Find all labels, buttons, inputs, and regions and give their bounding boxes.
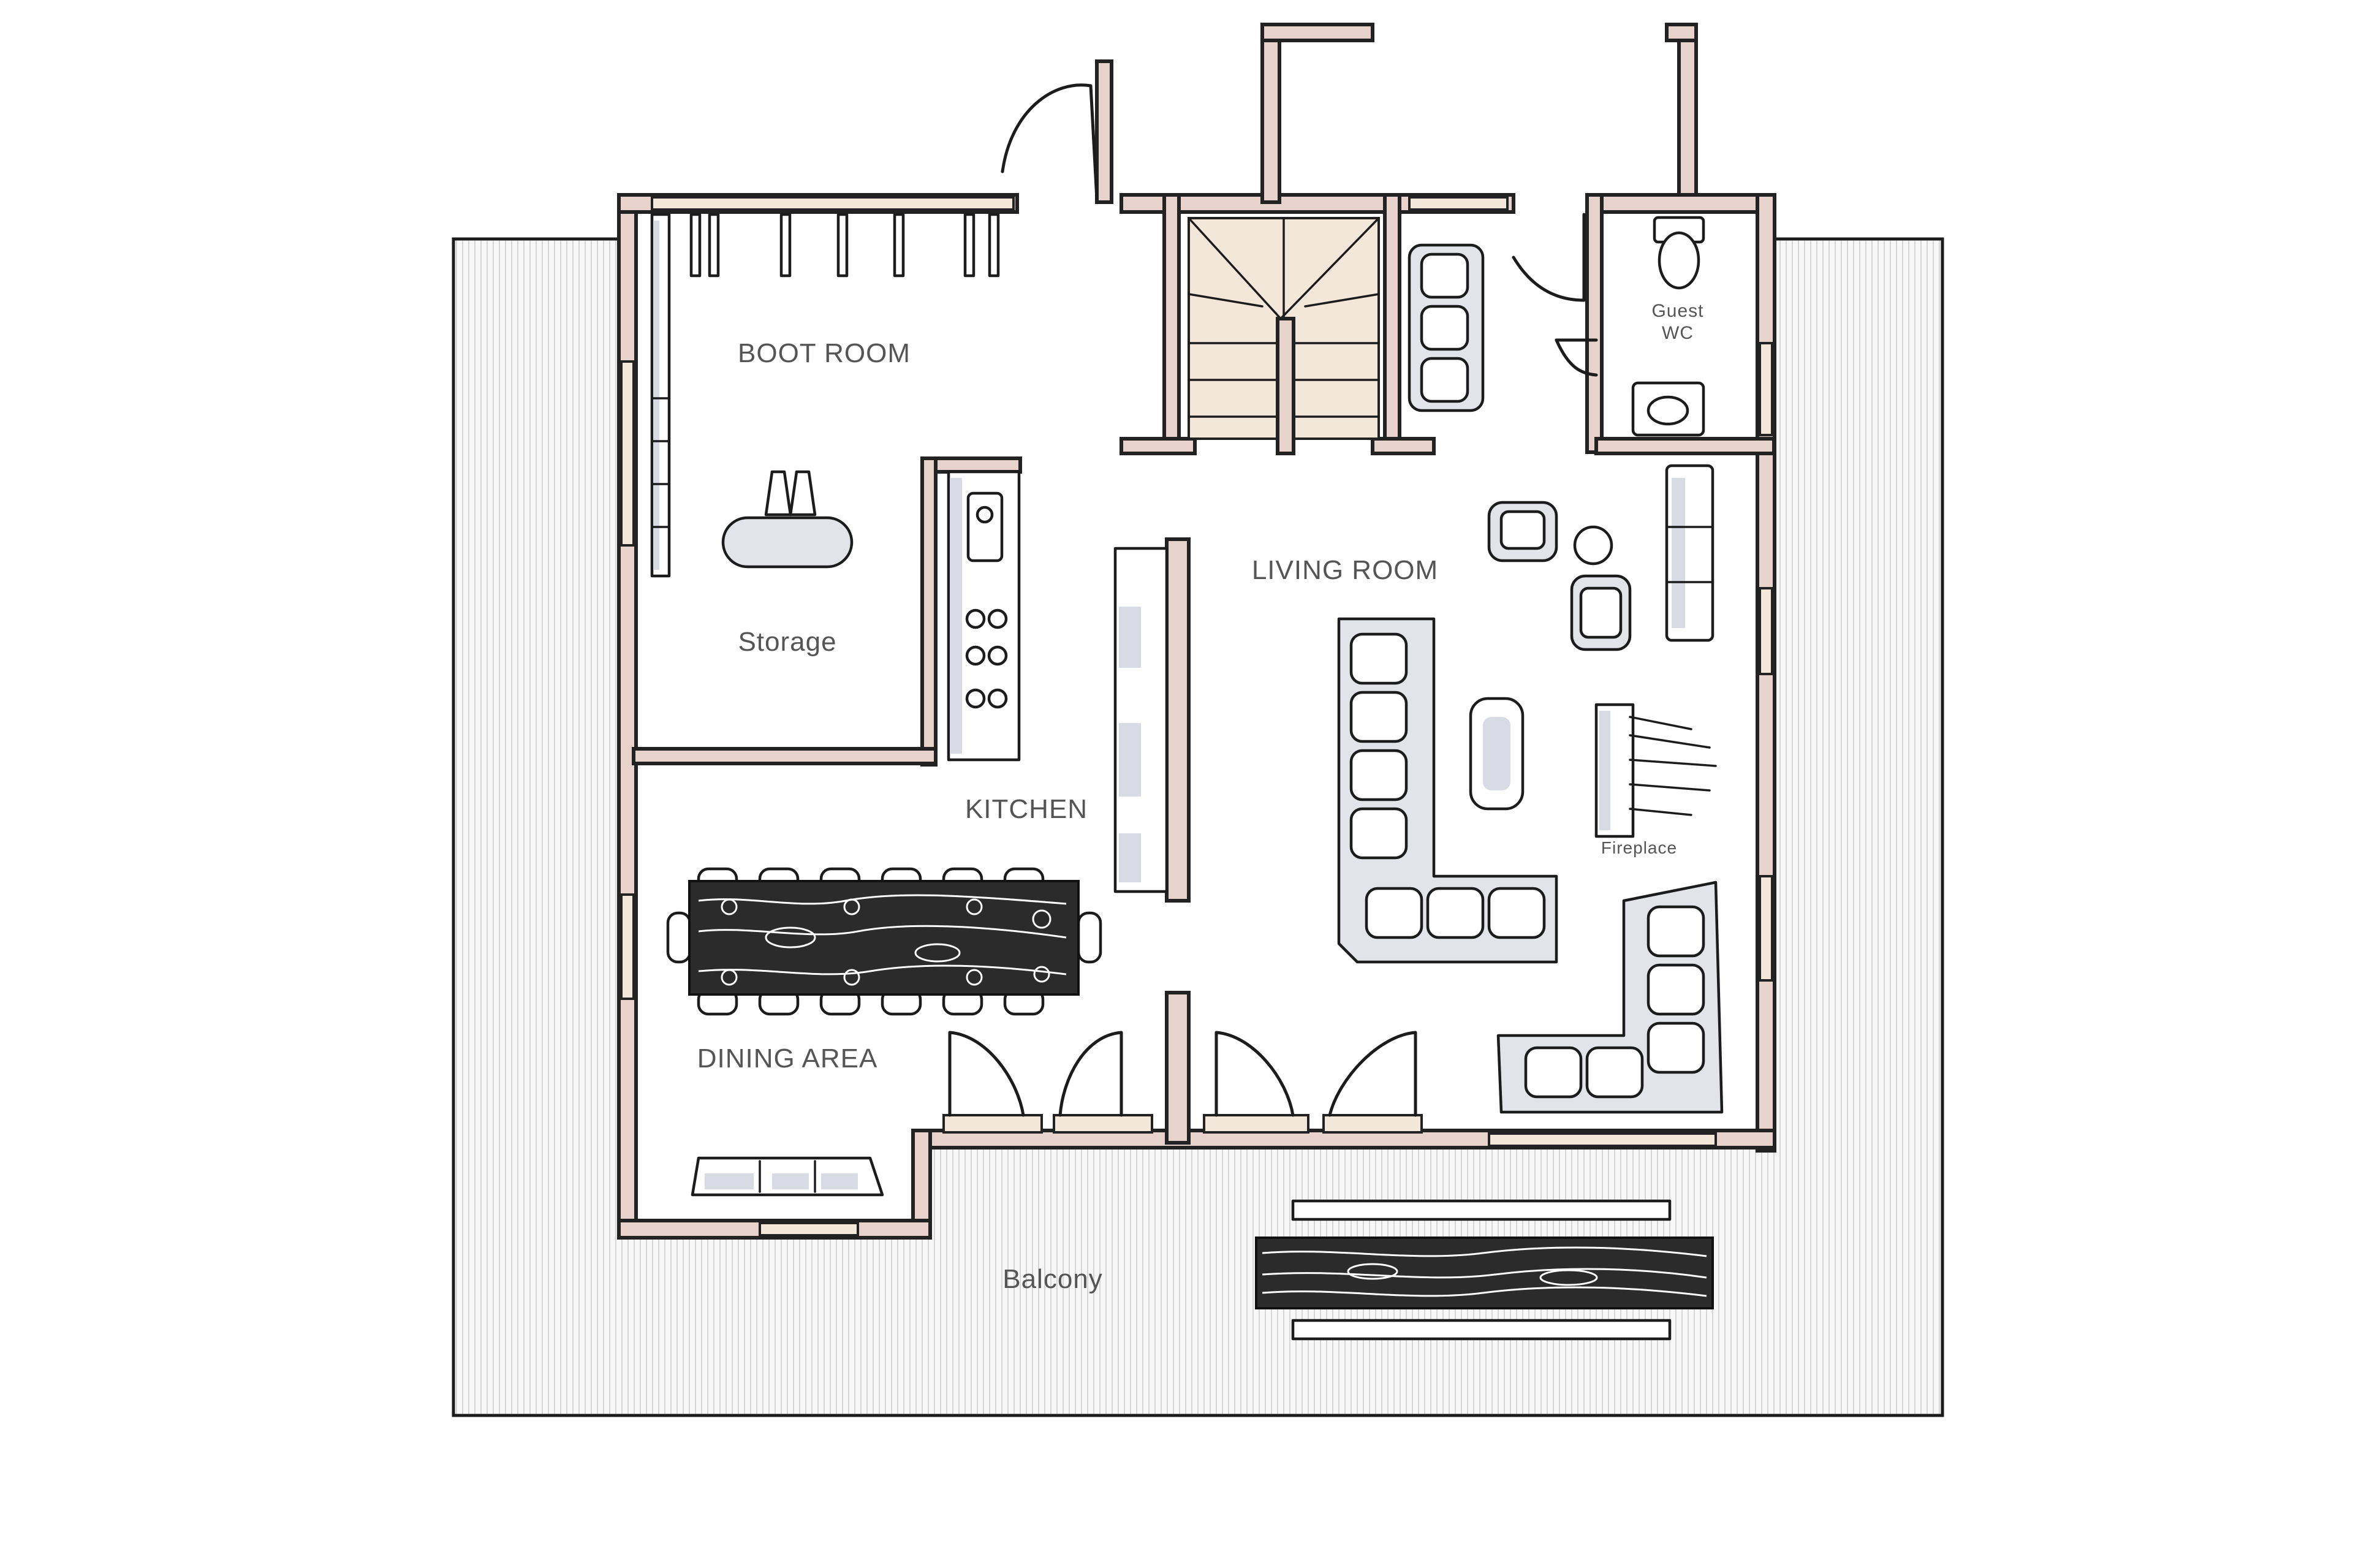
windows [620, 196, 1773, 1237]
tv-cabinet [1665, 464, 1715, 642]
coffee-table [1469, 697, 1525, 811]
label-kitchen: KITCHEN [965, 794, 1088, 824]
label-storage: Storage [738, 627, 836, 657]
entrance-door [1001, 83, 1099, 201]
corner-sofa [1496, 881, 1724, 1114]
armchairs [1487, 501, 1632, 651]
label-boot-room: BOOT ROOM [738, 338, 911, 368]
l-sofa [1337, 617, 1558, 964]
fireplace [1594, 703, 1717, 838]
interior-walls [632, 193, 1776, 1145]
kitchen-island [1113, 547, 1169, 893]
label-dining-area: DINING AREA [697, 1043, 878, 1074]
boot-room-furniture [650, 213, 1000, 578]
label-guest-wc-line2: WC [1662, 323, 1694, 343]
patio-doors [942, 1031, 1423, 1134]
label-guest-wc-line1: Guest [1651, 301, 1703, 321]
balcony-furniture [1255, 1199, 1714, 1341]
label-fireplace: Fireplace [1601, 838, 1677, 857]
label-balcony: Balcony [1002, 1264, 1103, 1294]
kitchen-counter [947, 470, 1021, 762]
label-living-room: LIVING ROOM [1252, 555, 1438, 585]
hall-sofa [1408, 243, 1485, 412]
guest-wc-fixtures [1512, 213, 1705, 437]
sideboard [691, 1156, 884, 1197]
staircase [1188, 217, 1380, 455]
dining-table [666, 867, 1102, 1016]
